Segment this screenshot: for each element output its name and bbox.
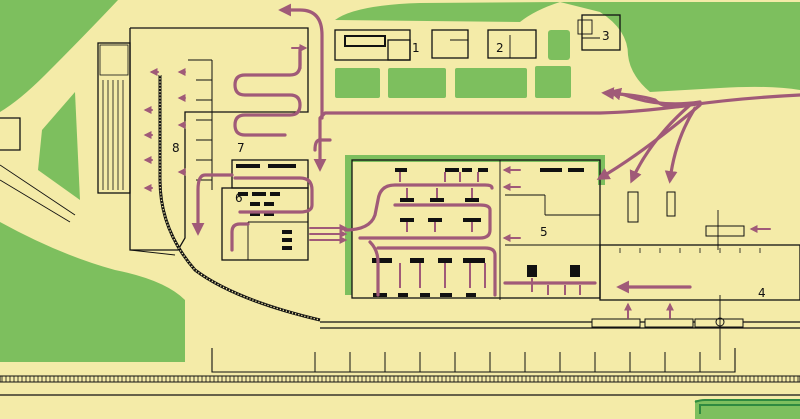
building-4: 4 — [599, 244, 800, 301]
building-6-7: 7 6 — [221, 141, 309, 261]
green-top-left — [0, 0, 118, 112]
green-plot-a — [335, 68, 380, 98]
green-left-wedge — [38, 92, 80, 200]
label-building-6: 6 — [235, 191, 243, 205]
top-buildings: 1 2 3 — [334, 14, 621, 61]
building-5: 5 — [351, 159, 601, 300]
green-plot-c — [455, 68, 527, 98]
building-8: 8 — [97, 27, 321, 322]
green-plot-b — [388, 68, 446, 98]
corner-building — [0, 117, 76, 223]
label-building-2: 2 — [496, 41, 504, 55]
label-building-1: 1 — [412, 41, 420, 55]
green-plot-e — [548, 30, 570, 60]
label-building-3: 3 — [602, 29, 610, 43]
green-bottom-left — [0, 222, 185, 362]
green-bottom-right — [695, 400, 800, 419]
label-building-4: 4 — [758, 286, 766, 300]
site-roads — [0, 191, 800, 414]
label-building-5: 5 — [540, 225, 548, 239]
label-building-8: 8 — [172, 141, 180, 155]
main-railway — [0, 375, 800, 383]
label-building-7: 7 — [237, 141, 245, 155]
material-flows — [143, 3, 800, 319]
green-strip-left — [345, 155, 352, 295]
green-top-mid — [335, 2, 560, 22]
green-strip-top — [345, 155, 605, 162]
green-plot-d — [535, 66, 571, 98]
